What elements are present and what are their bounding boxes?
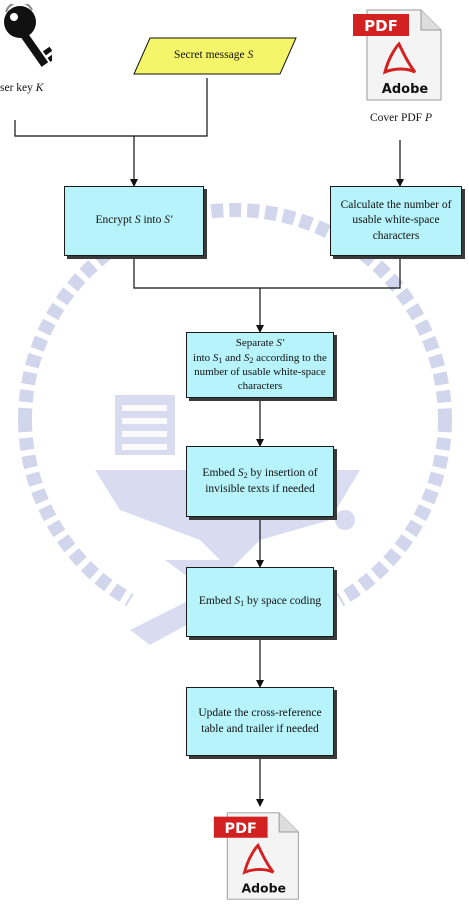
user-key-label: ser key K bbox=[0, 82, 44, 94]
embed-s1-box: Embed S1 by space coding bbox=[186, 567, 334, 637]
update-box: Update the cross-reference table and tra… bbox=[186, 687, 334, 756]
secret-message-shape bbox=[133, 37, 297, 75]
connector-secret-to-encrypt bbox=[130, 78, 208, 187]
separate-box: Separate S′ into S1 and S2 according to … bbox=[186, 332, 334, 398]
pdf-cover-icon: PDF Adobe bbox=[353, 9, 442, 101]
svg-text:Adobe: Adobe bbox=[382, 82, 429, 97]
svg-text:PDF: PDF bbox=[225, 821, 257, 837]
connector-key-to-encrypt bbox=[14, 120, 134, 137]
calculate-box: Calculate the number of usable white-spa… bbox=[330, 186, 462, 256]
embed-s2-box: Embed S2 by insertion of invisible texts… bbox=[186, 446, 334, 517]
cover-pdf-label: Cover PDF P bbox=[370, 112, 432, 124]
connector-encrypt-merge bbox=[133, 256, 401, 289]
svg-text:Adobe: Adobe bbox=[241, 880, 286, 895]
secret-message-label: Secret message S bbox=[174, 49, 254, 61]
svg-text:PDF: PDF bbox=[364, 17, 398, 35]
encrypt-box: Encrypt S into S′ bbox=[64, 186, 204, 256]
pdf-output-icon: PDF Adobe bbox=[213, 812, 299, 900]
key-icon bbox=[4, 4, 52, 67]
